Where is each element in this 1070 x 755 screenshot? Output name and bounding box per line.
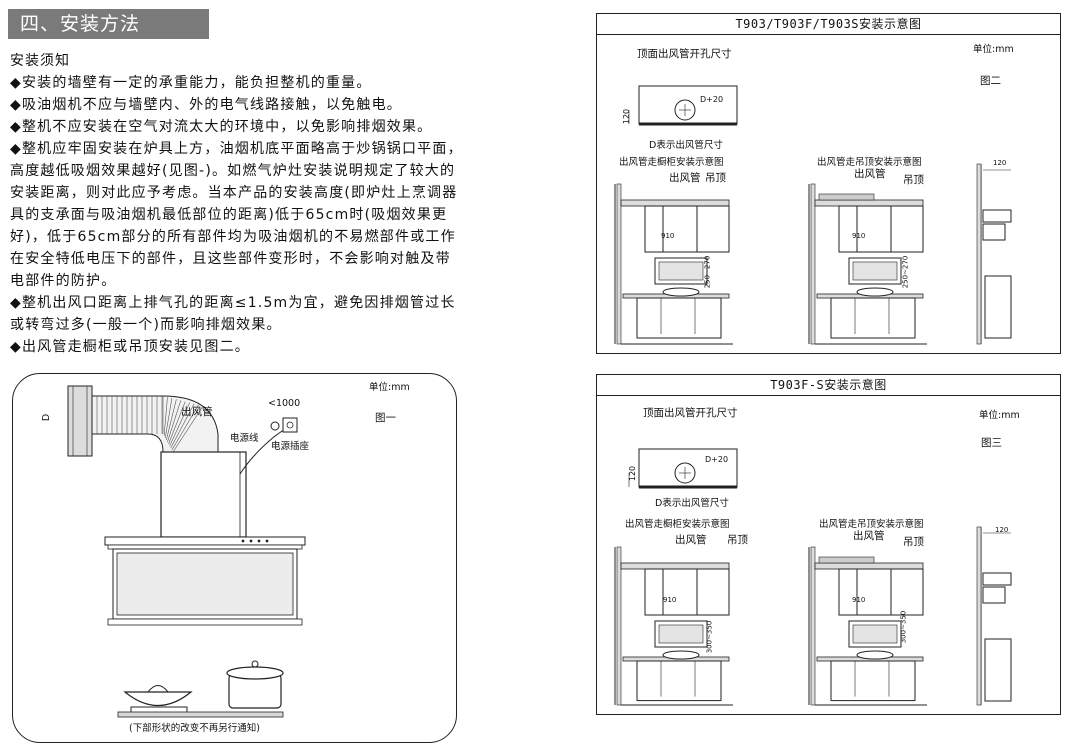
figure-2-title: T903/T903F/T903S安装示意图 bbox=[597, 14, 1060, 35]
figure-3-title: T903F-S安装示意图 bbox=[597, 375, 1060, 396]
figure-footnote: (下部形状的改变不再另行通知) bbox=[129, 723, 260, 734]
ceiling-title: 出风管走吊顶安装示意图 bbox=[819, 519, 924, 530]
figure-2-panel: T903/T903F/T903S安装示意图 单位:mm 图二 顶面出风管开孔尺寸… bbox=[596, 13, 1061, 354]
unit-label: 单位:mm bbox=[979, 410, 1020, 421]
cabinet-title: 出风管走橱柜安装示意图 bbox=[625, 519, 730, 530]
duct-label: 出风管 bbox=[675, 534, 707, 546]
figure-label: 图二 bbox=[980, 75, 1001, 87]
figure-3-panel: T903F-S安装示意图 单位:mm 图三 顶面出风管开孔尺寸 D+20 120… bbox=[596, 374, 1061, 715]
socket-label: 电源插座 bbox=[271, 441, 310, 452]
side-dim: 120 bbox=[995, 526, 1009, 534]
diameter-label: D bbox=[41, 413, 53, 422]
section-title: 四、安装方法 bbox=[8, 9, 209, 39]
range-hood-drawing bbox=[67, 385, 306, 718]
top-hole-title: 顶面出风管开孔尺寸 bbox=[643, 407, 738, 419]
cabinet-title: 出风管走橱柜安装示意图 bbox=[619, 157, 724, 168]
unit-label: 单位:mm bbox=[369, 382, 410, 393]
width-dim: 910 bbox=[661, 232, 675, 240]
note-item: ◆整机应牢固安装在炉具上方，油烟机底平面略高于炒锅锅口平面，高度越低吸烟效果越好… bbox=[10, 141, 463, 289]
d-note: D表示出风管尺寸 bbox=[649, 140, 723, 151]
figure-3-drawing bbox=[614, 448, 1012, 706]
ceiling-label: 吊顶 bbox=[705, 172, 726, 184]
top-hole-title: 顶面出风管开孔尺寸 bbox=[637, 48, 732, 60]
hole-dim: D+20 bbox=[705, 455, 729, 464]
figure-label: 图一 bbox=[375, 412, 396, 424]
height-range: 250~270 bbox=[901, 255, 910, 289]
height-range: 300~350 bbox=[705, 620, 714, 654]
installation-notes: ◆安装的墙壁有一定的承重能力，能负担整机的重量。 ◆吸油烟机不应与墙壁内、外的电… bbox=[10, 72, 465, 358]
hole-dim: D+20 bbox=[700, 95, 724, 104]
note-item: ◆出风管走橱柜或吊顶安装见图二。 bbox=[10, 339, 250, 355]
side-dim: 120 bbox=[993, 159, 1007, 167]
height-dim: 120 bbox=[622, 108, 632, 125]
duct-label: 出风管 bbox=[853, 530, 885, 542]
ceiling-title: 出风管走吊顶安装示意图 bbox=[817, 157, 922, 168]
width-dim: 910 bbox=[852, 596, 866, 604]
width-dim: 910 bbox=[663, 596, 677, 604]
figure-label: 图三 bbox=[981, 437, 1002, 449]
ceiling-label: 吊顶 bbox=[903, 536, 924, 548]
height-dim: 120 bbox=[628, 465, 638, 482]
figure-2-drawing bbox=[614, 85, 1012, 345]
height-range: 300~350 bbox=[899, 610, 908, 644]
power-cable-label: 电源线 bbox=[230, 433, 259, 444]
height-range: 250~270 bbox=[703, 255, 712, 289]
width-dim: 910 bbox=[852, 232, 866, 240]
duct-label: 出风管 bbox=[669, 172, 701, 184]
distance-label: <1000 bbox=[268, 398, 301, 409]
ceiling-label: 吊顶 bbox=[903, 174, 924, 186]
notes-subheading: 安装须知 bbox=[10, 53, 70, 69]
note-item: ◆整机不应安装在空气对流太大的环境中，以免影响排烟效果。 bbox=[10, 119, 433, 135]
note-item: ◆整机出风口距离上排气孔的距离≤1.5m为宜，避免因排烟管过长或转弯过多(一般一… bbox=[10, 295, 456, 333]
figure-1-panel: 单位:mm 图一 出风管 D <1000 电源线 电源插座 (下部形状的改变不再… bbox=[12, 373, 457, 743]
duct-label: 出风管 bbox=[854, 168, 886, 180]
note-item: ◆吸油烟机不应与墙壁内、外的电气线路接触，以免触电。 bbox=[10, 97, 402, 113]
ceiling-label: 吊顶 bbox=[727, 534, 748, 546]
duct-label: 出风管 bbox=[181, 406, 213, 418]
note-item: ◆安装的墙壁有一定的承重能力，能负担整机的重量。 bbox=[10, 75, 372, 91]
unit-label: 单位:mm bbox=[973, 44, 1014, 55]
d-note: D表示出风管尺寸 bbox=[655, 498, 729, 509]
